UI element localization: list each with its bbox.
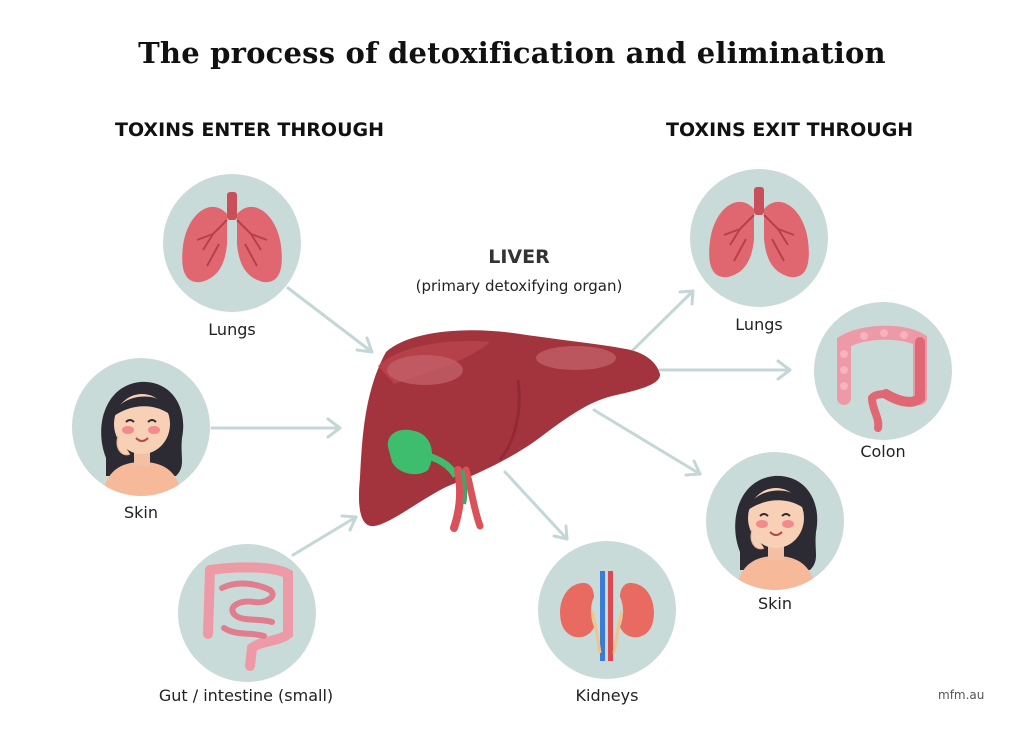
exit-kidneys-label: Kidneys [575, 686, 639, 705]
entry-skin-label: Skin [123, 503, 159, 522]
liver-label: LIVER [488, 246, 550, 268]
exit-skin-circle [706, 452, 844, 590]
entry-gut-label: Gut / intestine (small) [158, 686, 334, 705]
arrow-liver-to-skin [592, 408, 702, 477]
liver-sublabel: (primary detoxifying organ) [415, 277, 623, 295]
page-title: The process of detoxification and elimin… [138, 36, 886, 70]
arrow-liver-to-colon [658, 359, 792, 381]
arrow-gut-to-liver [291, 514, 358, 557]
exit-colon-label: Colon [860, 442, 906, 461]
toxins-exit-heading: TOXINS EXIT THROUGH [666, 119, 914, 141]
small-intestine-icon [203, 562, 293, 671]
lungs-icon [182, 192, 282, 283]
exit-colon-circle [814, 302, 952, 440]
arrow-lungs-to-liver [286, 286, 374, 354]
exit-lungs-label: Lungs [735, 315, 783, 334]
entry-skin-circle [72, 358, 210, 496]
entry-lungs-label: Lungs [208, 320, 256, 339]
entry-lungs-circle [163, 174, 301, 312]
exit-kidneys-circle [538, 541, 676, 679]
arrow-liver-to-kidneys [503, 470, 569, 541]
credit-text: mfm.au [938, 688, 985, 702]
lungs-icon [709, 187, 809, 278]
arrow-skin-to-liver [210, 417, 342, 439]
woman-skin-icon [101, 381, 184, 496]
colon-icon [837, 325, 927, 432]
exit-lungs-circle [690, 169, 828, 307]
kidneys-icon [560, 571, 654, 661]
entry-gut-circle [178, 544, 316, 682]
arrow-liver-to-lungs [628, 289, 695, 355]
exit-skin-label: Skin [757, 594, 793, 613]
toxins-enter-heading: TOXINS ENTER THROUGH [115, 119, 384, 141]
woman-skin-icon [735, 475, 818, 590]
